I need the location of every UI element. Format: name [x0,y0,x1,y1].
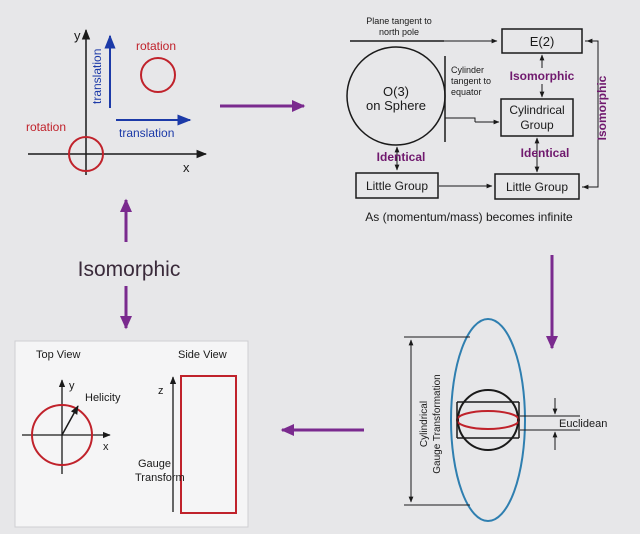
cylindrical-group-label-line2: Group [520,118,554,132]
top-right-panel: Plane tangent to north pole O(3) on Sphe… [346,16,609,224]
bottom-left-panel: Top View Side View y x Helicity z Gauge … [14,340,249,528]
side-view-label: Side View [178,349,227,361]
top-view-label: Top View [36,349,80,361]
top-view-y-label: y [69,380,75,392]
cylindrical-label: Cylindrical [419,401,430,447]
sphere-circle [457,389,519,451]
sphere-label: O(3) [383,84,409,99]
cylinder-tangent-label: Cylinder [451,65,484,75]
rotation-circle [140,57,176,93]
equator-ellipse [456,410,520,430]
sphere-label-line2: on Sphere [366,98,426,113]
cylinder-tangent-label-line3: equator [451,87,482,97]
little-group-box-right [494,173,580,200]
gauge-transformation-label: Gauge Transformation [432,374,443,474]
identical-left-label: Identical [377,150,426,164]
little-group-label-right: Little Group [506,180,568,194]
gauge-label: Gauge [138,458,171,470]
middle-left-isomorphic: Isomorphic [78,198,181,330]
bottom-right-panel: Cylindrical Gauge Transformation Euclide… [404,318,607,522]
rotation-label-left: rotation [26,120,66,134]
cylindrical-group-label: Cylindrical [509,103,564,117]
helicity-vector [61,405,79,436]
translation-label-horizontal: translation [119,126,174,140]
e2-box [501,28,583,54]
boosted-ellipse [450,318,526,522]
isomorphic-mid-label: Isomorphic [510,69,575,83]
e2-label: E(2) [530,34,555,49]
top-view-x-label: x [103,441,109,453]
isomorphic-vertical-label: Isomorphic [595,75,609,140]
euclidean-label: Euclidean [559,418,607,430]
helicity-circle [31,404,93,466]
views-frame [14,340,249,528]
y-axis-label: y [74,28,81,43]
equator-connector [445,117,476,122]
helicity-label: Helicity [85,392,121,404]
origin-rotation-circle [68,136,104,172]
plane-tangent-label: Plane tangent to [366,16,432,26]
rotation-label-right: rotation [136,39,176,53]
infinite-momentum-caption: As (momentum/mass) becomes infinite [365,210,573,224]
cylinder-tangent-label-line2: tangent to [451,76,491,86]
translation-label-vertical: translation [90,49,104,104]
x-axis-label: x [183,160,190,175]
identical-right-label: Identical [521,146,570,160]
side-view-z-label: z [158,385,164,397]
transform-label: Transform [135,472,185,484]
plane-tangent-label-line2: north pole [379,27,419,37]
side-view-cylinder [180,375,237,514]
isomorphic-label: Isomorphic [78,258,181,281]
top-left-panel: y x rotation rotation translation transl… [26,28,208,175]
little-group-label-left: Little Group [366,179,428,193]
little-group-box-left [355,172,439,199]
cylindrical-group-box [500,98,574,137]
